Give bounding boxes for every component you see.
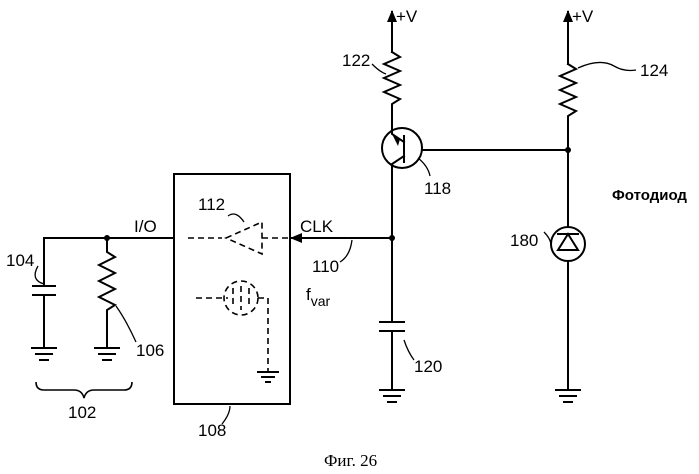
fet-drain-dash — [258, 298, 268, 372]
fet-body — [233, 286, 249, 310]
label-io: I/O — [134, 217, 157, 236]
leader-122 — [372, 64, 386, 74]
brace-102 — [36, 382, 132, 398]
label-106: 106 — [136, 341, 164, 360]
ground-symbol-fet — [258, 372, 278, 382]
photodiode-triangle — [558, 234, 578, 250]
transistor-118-circle — [382, 128, 422, 168]
ground-symbol-120 — [380, 390, 404, 402]
leader-124 — [578, 62, 636, 70]
capacitor-120-plates — [380, 322, 404, 331]
resistor-124 — [560, 64, 576, 150]
input-rc-network — [32, 235, 172, 398]
label-fvar: fvar — [306, 285, 331, 309]
label-118: 118 — [424, 179, 451, 198]
block-108 — [174, 174, 290, 404]
label-112: 112 — [198, 195, 225, 214]
leader-120 — [404, 340, 414, 360]
label-vplus-right: +V — [572, 7, 594, 26]
label-124: 124 — [640, 61, 668, 80]
photodiode-circle — [551, 227, 585, 261]
ground-symbol-104 — [32, 348, 56, 360]
label-photodiode: Фотодиод — [612, 187, 687, 204]
label-180: 180 — [510, 231, 538, 250]
clk-arrow-head — [290, 233, 302, 243]
label-110: 110 — [312, 257, 339, 276]
ground-symbol-106 — [95, 348, 119, 360]
figure-caption: Фиг. 26 — [324, 451, 377, 470]
leader-104 — [35, 266, 44, 284]
label-102: 102 — [68, 403, 96, 422]
resistor-122 — [384, 52, 400, 118]
label-vplus-left: +V — [396, 7, 418, 26]
label-clk: CLK — [300, 217, 334, 236]
transistor-branch — [372, 10, 568, 402]
leader-180 — [544, 232, 551, 244]
leader-106 — [116, 306, 136, 342]
clk-line — [290, 233, 395, 262]
label-122: 122 — [342, 51, 370, 70]
capacitor-104-plates — [33, 286, 55, 295]
buffer-112-triangle — [226, 222, 262, 254]
photodiode-branch — [544, 10, 636, 402]
resistor-106 — [99, 238, 115, 348]
ground-symbol-180 — [556, 390, 580, 402]
label-120: 120 — [414, 357, 442, 376]
leader-118 — [418, 158, 430, 176]
leader-112 — [228, 214, 244, 222]
label-104: 104 — [6, 251, 34, 270]
leader-110 — [340, 240, 352, 262]
block-108-outline — [174, 174, 290, 404]
fvar-sub: var — [311, 293, 331, 309]
